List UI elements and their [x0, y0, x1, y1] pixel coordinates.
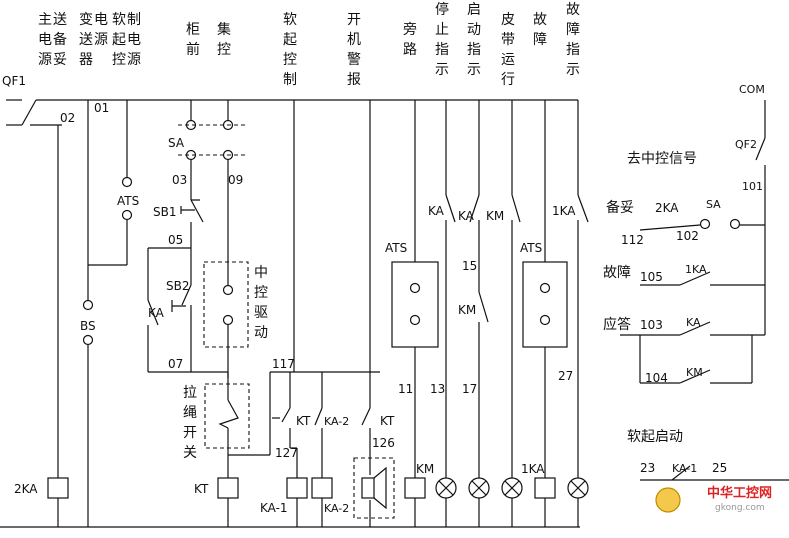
- label-sb1: SB1: [153, 205, 176, 219]
- label-ka-1: KA-1: [260, 501, 288, 515]
- label-wire: 104: [645, 371, 668, 385]
- label-ka-2: KA-2: [324, 502, 349, 515]
- header-central: 集控: [217, 21, 231, 58]
- label-ats: ATS: [117, 194, 139, 208]
- label-wire: 126: [372, 436, 395, 450]
- header-softstart-control: 软起控制: [283, 12, 297, 88]
- header-transmitter-supply: 变送器电源: [79, 12, 108, 68]
- indicator-lamp: [468, 477, 490, 499]
- label-sa: SA: [706, 198, 721, 211]
- label-kt: KT: [380, 414, 395, 428]
- label-to-central-signal: 去中控信号: [627, 151, 697, 167]
- label-ka: KA: [458, 209, 475, 223]
- label-wire: 17: [462, 382, 477, 396]
- label-wire: 23: [640, 461, 655, 475]
- circuit-wires: [0, 99, 789, 528]
- label-pull-cord: 拉绳开关: [183, 385, 197, 461]
- label-wire: 15: [462, 259, 477, 273]
- label-wire: 105: [640, 270, 663, 284]
- indicator-lamp: [567, 477, 589, 499]
- label-km: KM: [486, 209, 504, 223]
- label-1ka: 1KA: [552, 204, 576, 218]
- label-wire: 102: [676, 229, 699, 243]
- label-central-drive: 中控驱动: [254, 265, 268, 341]
- label-1ka: 1KA: [521, 462, 545, 476]
- label-qf1: QF1: [2, 74, 26, 88]
- header-fault: 故障: [533, 12, 547, 48]
- label-2ka: 2KA: [655, 201, 679, 215]
- label-kt: KT: [194, 482, 209, 496]
- label-qf2: QF2: [735, 138, 757, 151]
- watermark-brand: 中华工控网: [707, 485, 772, 501]
- circuit-symbols: [47, 119, 766, 519]
- label-wire: 25: [712, 461, 727, 475]
- label-wire: 03: [172, 173, 187, 187]
- label-wire: 02: [60, 111, 75, 125]
- label-bs: BS: [80, 319, 96, 333]
- label-1ka: 1KA: [685, 263, 707, 276]
- label-wire: 101: [742, 180, 763, 193]
- label-wire: 103: [640, 318, 663, 332]
- label-ka: KA: [686, 316, 701, 329]
- label-2ka-coil: 2KA: [14, 482, 38, 496]
- label-wire: 117: [272, 357, 295, 371]
- label-ats: ATS: [520, 241, 542, 255]
- watermark: 中华工控网 gkong.com: [655, 485, 772, 513]
- label-sa: SA: [168, 136, 185, 150]
- label-ka: KA: [428, 204, 445, 218]
- label-wire: 01: [94, 101, 109, 115]
- labels: QF1 02 01 ATS BS 2KA SA 03 09 SB1 05 SB2…: [2, 74, 765, 515]
- column-headers: 主电源送备妥 变送器电源 软起控制电源 柜前 集控 软起控制 开机警报 旁路 停…: [38, 1, 580, 88]
- label-ka: KA: [148, 306, 165, 320]
- header-local: 柜前: [186, 22, 200, 58]
- label-wire: 07: [168, 357, 183, 371]
- label-ready: 备妥: [606, 199, 634, 216]
- label-response: 应答: [603, 316, 631, 333]
- label-wire: 27: [558, 369, 573, 383]
- label-kt: KT: [296, 414, 311, 428]
- label-wire: 11: [398, 382, 413, 396]
- label-wire: 127: [275, 446, 298, 460]
- label-fault: 故障: [603, 265, 631, 281]
- label-ats: ATS: [385, 241, 407, 255]
- header-main-supply: 主电源送备妥: [38, 12, 67, 68]
- indicator-lamp: [435, 477, 457, 499]
- label-km: KM: [458, 303, 476, 317]
- label-ka-1: KA-1: [672, 462, 697, 475]
- header-stop-indicator: 停止指示: [435, 1, 449, 78]
- label-com: COM: [739, 83, 765, 96]
- label-wire: 09: [228, 173, 243, 187]
- header-start-indicator: 启动指示: [467, 2, 481, 78]
- label-wire: 05: [168, 233, 183, 247]
- label-wire: 13: [430, 382, 445, 396]
- header-bypass: 旁路: [403, 21, 417, 58]
- watermark-url: gkong.com: [715, 503, 765, 513]
- label-sb2: SB2: [166, 279, 189, 293]
- header-fault-indicator: 故障指示: [566, 2, 580, 78]
- header-start-alarm: 开机警报: [347, 12, 361, 88]
- header-belt-running: 皮带运行: [501, 12, 515, 88]
- label-km: KM: [686, 366, 703, 379]
- label-ka-2: KA-2: [324, 415, 349, 428]
- indicator-lamp: [501, 477, 523, 499]
- label-km: KM: [416, 462, 434, 476]
- label-softstart-start: 软起启动: [627, 429, 683, 445]
- header-softstart-supply: 软起控制电源: [112, 12, 141, 68]
- gear-logo-icon: [655, 487, 681, 513]
- label-wire: 112: [621, 233, 644, 247]
